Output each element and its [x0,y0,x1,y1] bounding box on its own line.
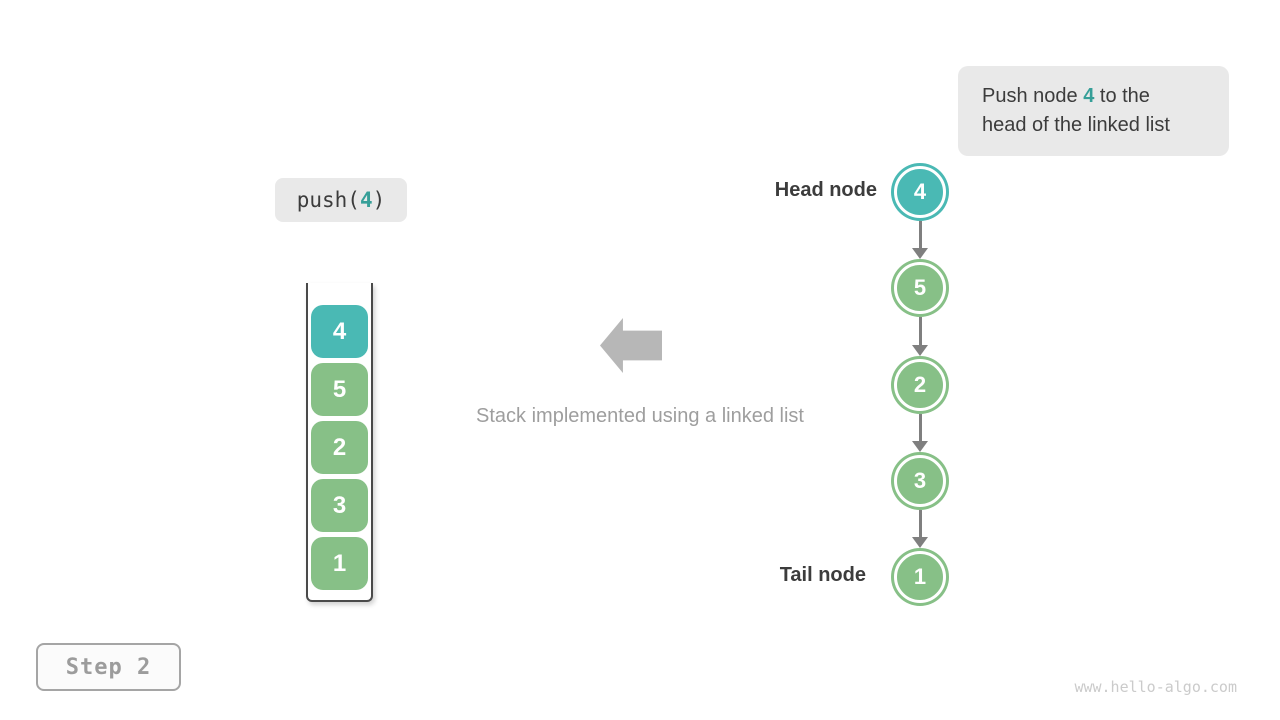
operation-text: ) [372,188,386,212]
arrow-head [912,537,928,548]
callout-line-1: Push node 4 to the [982,82,1229,111]
arrow-line [918,413,922,443]
arrow-head [912,440,928,452]
tail-node-label: Tail node [779,564,866,586]
step-badge: Step 2 [36,643,181,691]
list-node-value: 2 [913,371,927,397]
list-node: 3 [894,454,946,507]
callout-text: to the [1094,85,1150,107]
arrow-down-icon [912,509,928,548]
diagram-caption: Stack implemented using a linked list [476,405,804,427]
stack-item-value: 2 [332,433,347,461]
arrow-line [918,317,922,347]
stack-item: 1 [311,537,368,590]
callout-text: Push node [982,85,1084,107]
stack-item-value: 1 [332,549,347,577]
arrow-down-icon [912,413,928,452]
instruction-callout: Push node 4 to the head of the linked li… [958,66,1229,156]
list-node: 1 [894,551,946,603]
arrow-head [912,344,928,356]
stack-container: 4 5 2 3 1 [306,283,373,602]
stack-item: 2 [311,421,368,474]
stack-item-value: 4 [332,317,347,345]
list-node: 2 [894,358,946,411]
step-label: Step 2 [65,654,152,680]
list-node: 5 [894,262,946,315]
stack-item: 3 [311,479,368,532]
left-block-arrow-icon [600,318,662,373]
operation-highlight: 4 [359,188,373,212]
arrow-down-icon [912,221,928,260]
list-node-value: 4 [913,179,927,204]
stack-item: 5 [311,363,368,416]
list-node-value: 1 [913,564,927,589]
stack-item-value: 3 [332,491,347,519]
list-node-value: 3 [913,467,927,493]
push-operation-label: push(4) [275,178,407,222]
arrow-line [918,509,922,539]
stack-item-value: 5 [332,375,347,403]
callout-line-2: head of the linked list [982,114,1170,136]
arrow-line [918,221,922,251]
arrow-head [912,248,928,260]
watermark: www.hello-algo.com [1074,678,1237,696]
callout-highlight: 4 [1083,85,1095,107]
list-node: 4 [894,166,946,218]
arrow-down-icon [912,317,928,356]
stack-item: 4 [311,305,368,358]
list-node-value: 5 [913,275,927,301]
head-node-label: Head node [774,179,877,201]
operation-text: push( [296,188,360,212]
